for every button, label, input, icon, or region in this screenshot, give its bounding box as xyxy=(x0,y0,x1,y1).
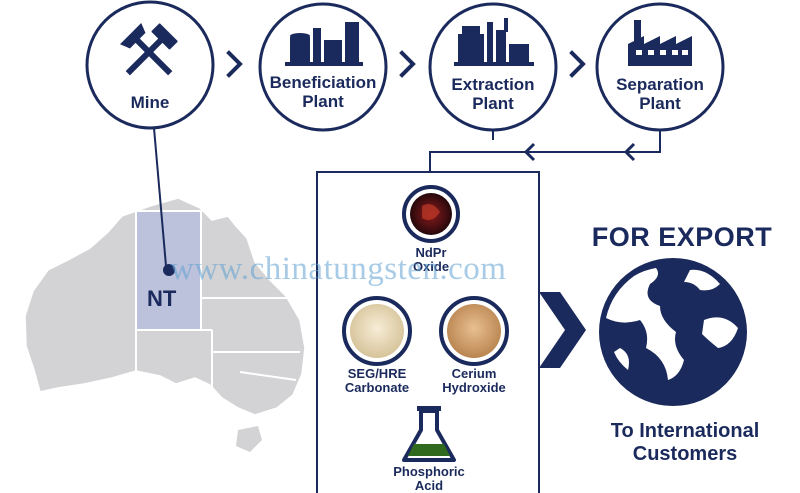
seg-hre-sample-icon xyxy=(342,296,412,366)
phosphoric-acid-label: Phosphoric Acid xyxy=(393,464,465,493)
crossed-hammers-icon xyxy=(120,23,178,76)
extraction-label: Extraction Plant xyxy=(451,75,535,113)
ndpr-oxide-sample-icon xyxy=(402,185,460,243)
chevron-right-icon xyxy=(226,50,243,78)
export-arrow-icon xyxy=(539,292,586,368)
export-title: FOR EXPORT xyxy=(591,222,773,252)
seg-hre-label: SEG/HRE Carbonate xyxy=(344,366,410,395)
chevron-right-icon xyxy=(399,50,416,78)
globe-icon xyxy=(599,258,747,406)
flask-icon xyxy=(402,406,456,462)
chevron-left-icon xyxy=(523,142,536,162)
separation-label: Separation Plant xyxy=(616,75,704,113)
factory-icon xyxy=(628,20,692,66)
chevron-left-icon xyxy=(623,142,636,162)
tasmania xyxy=(236,426,262,452)
flow-lines xyxy=(429,130,661,172)
beneficiation-circle xyxy=(258,2,388,132)
cerium-sample-icon xyxy=(439,296,509,366)
chevron-right-icon xyxy=(569,50,586,78)
export-caption: To International Customers xyxy=(610,420,760,465)
step-chevrons xyxy=(226,50,586,78)
cerium-label: Cerium Hydroxide xyxy=(442,366,506,395)
beneficiation-label: Beneficiation Plant xyxy=(269,73,377,111)
mine-label: Mine xyxy=(130,93,170,112)
ndpr-oxide-label: NdPr Oxide xyxy=(412,245,450,274)
nt-location-dot xyxy=(163,264,175,276)
plant-tanks-icon xyxy=(285,22,363,66)
australia-map xyxy=(24,197,306,452)
mine-connector xyxy=(153,127,167,267)
mine-circle xyxy=(85,0,215,130)
state-borders xyxy=(135,216,300,392)
extraction-plant-icon xyxy=(454,18,534,66)
watermark-text: www.chinatungsten.com xyxy=(170,251,507,287)
nt-region-label: NT xyxy=(147,286,177,311)
